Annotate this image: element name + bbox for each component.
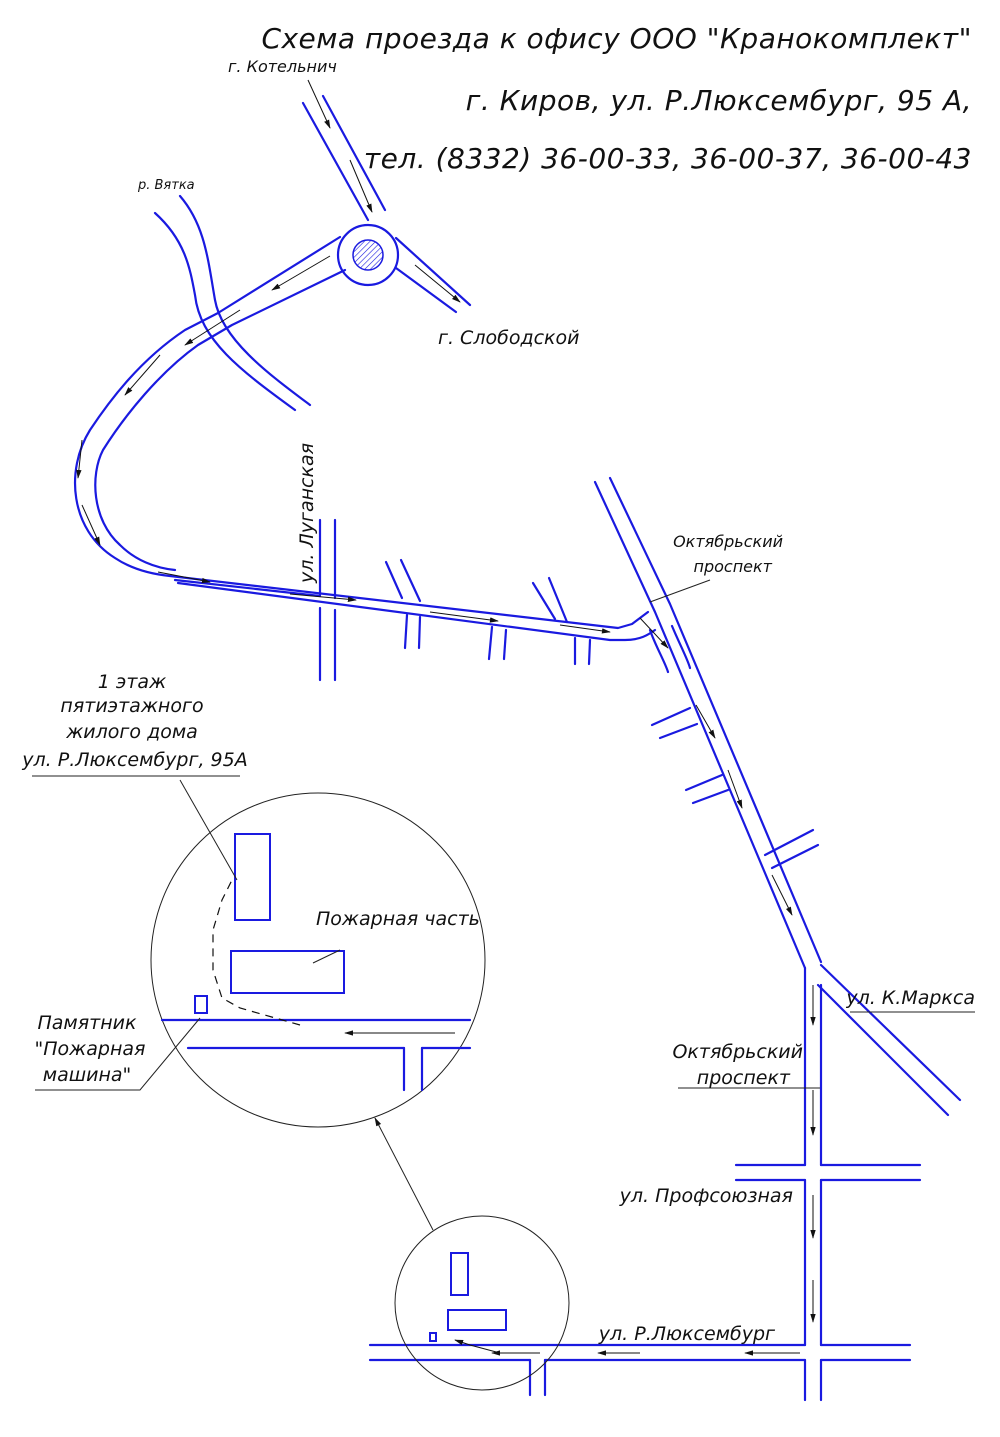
river-vyatka xyxy=(153,194,312,412)
leader-lines xyxy=(32,579,975,1231)
label-luganskaya: ул. Луганская xyxy=(296,443,318,584)
office-phones: тел. (8332) 36-00-33, 36-00-37, 36-00-43 xyxy=(364,142,972,175)
label-building-line3: жилого дома xyxy=(65,721,198,743)
label-slobodskoy: г. Слободской xyxy=(438,327,579,349)
label-building-line2: пятиэтажного xyxy=(60,695,203,717)
small-building-fire-station xyxy=(447,1309,507,1331)
label-oktyabrsky-bottom-1: Октябрьский xyxy=(672,1041,803,1063)
label-building-line4: ул. Р.Люксембург, 95А xyxy=(21,749,247,771)
zoom-building-residential xyxy=(234,833,271,921)
label-fire-station: Пожарная часть xyxy=(316,908,480,930)
road-oktyabrsky-vertical xyxy=(803,966,823,1402)
road-profsoyuznaya xyxy=(734,1163,922,1182)
label-monument-line1: Памятник xyxy=(37,1012,137,1034)
small-building-residential xyxy=(450,1252,469,1296)
label-river-vyatka: р. Вятка xyxy=(137,178,195,193)
side-streets xyxy=(384,558,592,666)
label-kotelnich: г. Котельнич xyxy=(228,57,337,76)
label-k-marksa: ул. К.Маркса xyxy=(845,987,975,1009)
office-address: г. Киров, ул. Р.Люксембург, 95 А, xyxy=(466,84,972,117)
road-slobodskoy xyxy=(394,236,472,314)
label-profsoyuznaya: ул. Профсоюзная xyxy=(619,1185,793,1207)
road-oktyabrsky-diagonal xyxy=(593,476,823,970)
zoom-circle xyxy=(150,792,486,1128)
road-luganskaya xyxy=(318,518,337,682)
label-monument-line2: "Пожарная xyxy=(35,1038,146,1060)
roundabout xyxy=(336,223,400,287)
diagonal-side-streets xyxy=(650,706,820,870)
label-building-line1: 1 этаж xyxy=(98,671,166,693)
small-monument xyxy=(429,1332,437,1342)
zoom-monument xyxy=(194,995,208,1014)
label-oktyabrsky-top-1: Октябрьский xyxy=(673,532,783,551)
road-kotelnich xyxy=(301,94,387,222)
label-r-luxemburg: ул. Р.Люксембург xyxy=(598,1323,776,1345)
zoom-building-fire-station xyxy=(230,950,345,994)
label-monument-line3: машина" xyxy=(43,1064,132,1086)
route-arrows xyxy=(76,79,816,1356)
label-oktyabrsky-top-2: проспект xyxy=(694,557,773,576)
road-main-curve xyxy=(73,235,650,630)
map-title: Схема проезда к офису ООО "Кранокомплект… xyxy=(261,22,972,55)
road-r-luxemburg xyxy=(368,1343,912,1397)
road-k-marksa xyxy=(816,963,962,1117)
zoom-roads xyxy=(160,1018,472,1092)
label-oktyabrsky-bottom-2: проспект xyxy=(697,1067,791,1089)
small-zoom-circle xyxy=(394,1215,570,1391)
